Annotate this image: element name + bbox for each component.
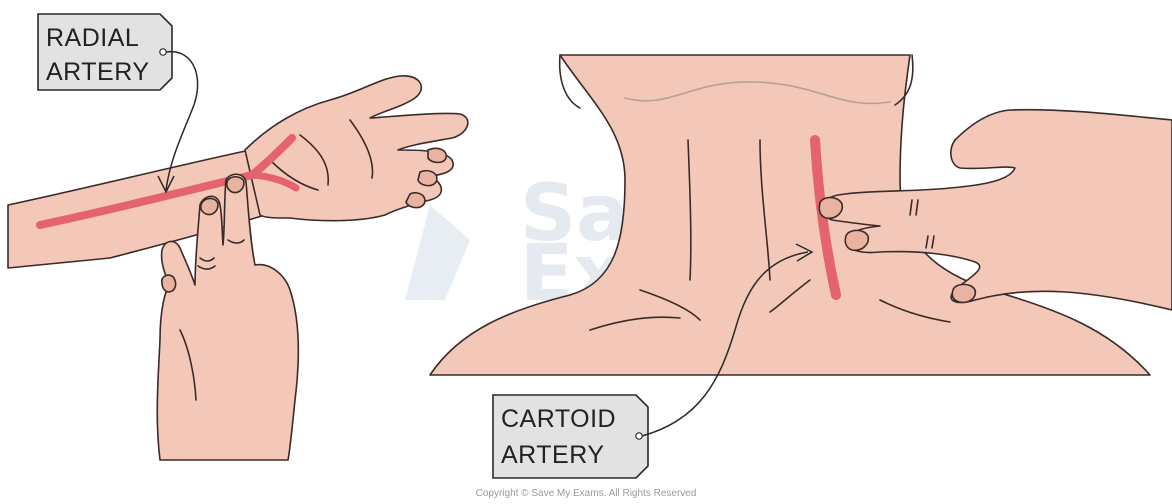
radial-artery-label: RADIAL ARTERY [38, 14, 172, 90]
radial-label-line2: ARTERY [46, 58, 150, 86]
arm-illustration [8, 76, 468, 460]
fingernail [819, 198, 842, 219]
fingernail [418, 171, 437, 186]
radial-label-line1: RADIAL [46, 24, 139, 52]
fingernail [406, 193, 425, 208]
carotid-label-line1: CARTOID [501, 405, 616, 433]
copyright-notice: Copyright © Save My Exams. All Rights Re… [0, 488, 1172, 499]
fingernail [845, 230, 868, 250]
fingernail [952, 284, 975, 302]
carotid-label-line2: ARTERY [501, 441, 605, 469]
fingernail [428, 148, 446, 162]
carotid-artery-label: CARTOID ARTERY [493, 395, 648, 478]
watermark-logo-icon [405, 205, 470, 300]
fingernail [201, 198, 218, 214]
fingernail [227, 177, 244, 193]
fingernail [162, 275, 176, 292]
